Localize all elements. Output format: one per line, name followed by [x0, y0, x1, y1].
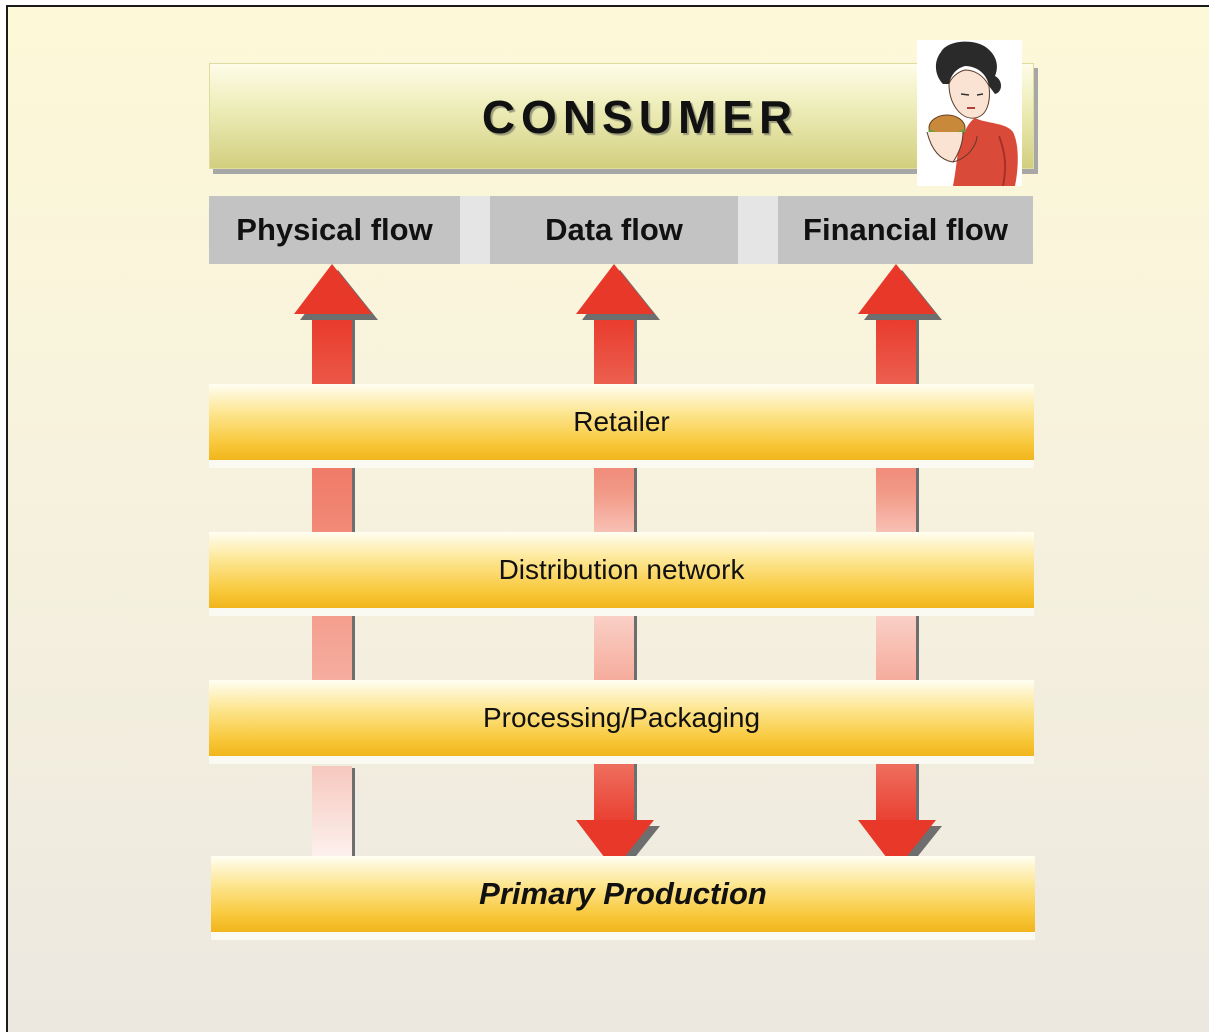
flow-header-divider: [738, 196, 778, 264]
financial-flow-up-arrowhead: [858, 264, 942, 320]
flow-header-physical: Physical flow: [209, 196, 460, 264]
data-flow-down-arrowhead: [576, 820, 660, 876]
stage-processing-packaging: Processing/Packaging: [209, 680, 1034, 764]
physical-flow-up-arrowhead: [294, 264, 378, 320]
stage-retailer: Retailer: [209, 384, 1034, 468]
consumer-bar: CONSUMER: [209, 63, 1034, 169]
person-eating-burger-icon: [917, 40, 1022, 187]
stage-distribution-network: Distribution network: [209, 532, 1034, 616]
consumer-title: CONSUMER: [481, 91, 799, 143]
financial-flow-down-arrowhead: [858, 820, 942, 876]
flow-header-financial: Financial flow: [778, 196, 1033, 264]
physical-flow-shaft-lower: [312, 766, 352, 864]
stage-primary-production: Primary Production: [211, 856, 1035, 940]
physical-flow-shaft-upper: [312, 312, 352, 692]
data-flow-up-arrowhead: [576, 264, 660, 320]
flow-header-data: Data flow: [490, 196, 738, 264]
flow-header-divider: [460, 196, 490, 264]
